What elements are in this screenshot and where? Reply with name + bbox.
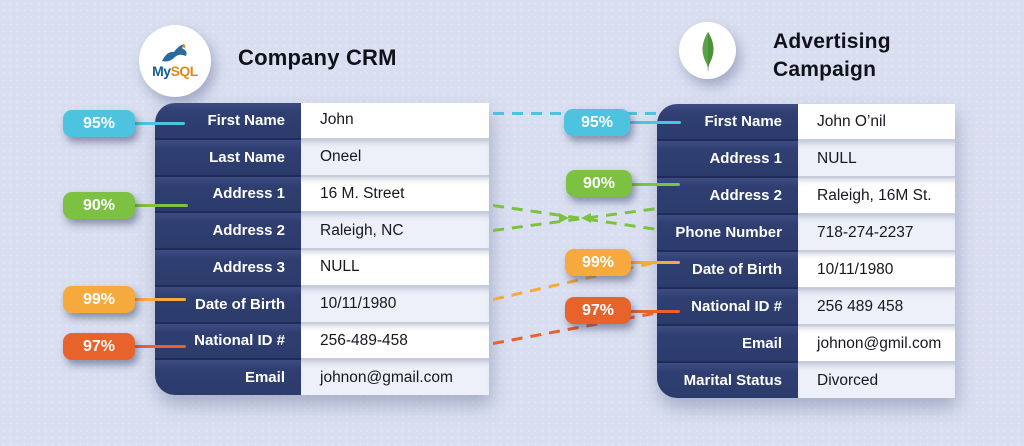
field-value-cell: 10/11/1980 [301, 284, 489, 322]
field-label-cell: Address 3 [155, 248, 301, 285]
field-label-cell: Address 1 [657, 139, 798, 176]
field-label-cell: Phone Number [657, 213, 798, 250]
left-stub-address1 [130, 204, 188, 207]
field-value-cell: John O’nil [798, 104, 955, 139]
match-score-badge: 99% [565, 249, 631, 276]
right-stub-first-name [626, 121, 681, 124]
mongodb-logo [679, 22, 736, 79]
address-merge-arrow-left-icon [581, 213, 591, 223]
field-value-cell: 718-274-2237 [798, 213, 955, 250]
field-value-cell: Oneel [301, 137, 489, 175]
field-value-cell: 256 489 458 [798, 287, 955, 324]
left-stub-first-name [130, 122, 185, 125]
right-stub-national-id [627, 310, 680, 313]
match-score-badge: 97% [63, 333, 135, 360]
field-label-cell: Email [155, 358, 301, 395]
right-stub-address2 [628, 183, 680, 186]
field-label-cell: Marital Status [657, 361, 798, 398]
field-label-cell: Date of Birth [657, 250, 798, 287]
field-value-cell: 16 M. Street [301, 174, 489, 212]
field-label-cell: National ID # [155, 321, 301, 359]
match-score-badge: 95% [564, 109, 630, 136]
field-label-cell: National ID # [657, 287, 798, 324]
mongodb-leaf-icon [702, 31, 713, 71]
match-score-badge: 90% [566, 170, 632, 197]
right-stub-dob [627, 261, 680, 264]
match-score-badge: 97% [565, 297, 631, 324]
field-label-cell: Email [657, 324, 798, 361]
field-value-cell: 10/11/1980 [798, 250, 955, 287]
match-score-badge: 99% [63, 286, 135, 313]
field-label-cell: First Name [155, 103, 301, 138]
left-table-title: Company CRM [238, 45, 397, 70]
field-value-cell: johnon@gmail.com [301, 358, 489, 395]
left-stub-national-id [130, 345, 186, 348]
field-value-cell: NULL [798, 139, 955, 176]
field-value-cell: 256-489-458 [301, 321, 489, 359]
field-label-cell: Address 2 [155, 211, 301, 248]
field-value-cell: Divorced [798, 361, 955, 398]
address-merge-arrow-right-icon [559, 213, 569, 223]
mysql-logo: MySQL [139, 25, 211, 97]
field-label-cell: Last Name [155, 137, 301, 175]
field-value-cell: johnon@gmil.com [798, 324, 955, 361]
mysql-wordmark: MySQL [152, 63, 198, 79]
field-label-cell: Address 2 [657, 176, 798, 213]
field-value-cell: Raleigh, 16M St. [798, 176, 955, 213]
field-label-cell: Date of Birth [155, 284, 301, 322]
field-value-cell: NULL [301, 248, 489, 285]
match-score-badge: 95% [63, 110, 135, 137]
match-score-badge: 90% [63, 192, 135, 219]
field-value-cell: Raleigh, NC [301, 211, 489, 248]
field-value-cell: John [301, 103, 489, 138]
left-stub-dob [130, 298, 186, 301]
right-table-title: Advertising Campaign [773, 30, 891, 81]
mysql-dolphin-icon [162, 44, 187, 62]
